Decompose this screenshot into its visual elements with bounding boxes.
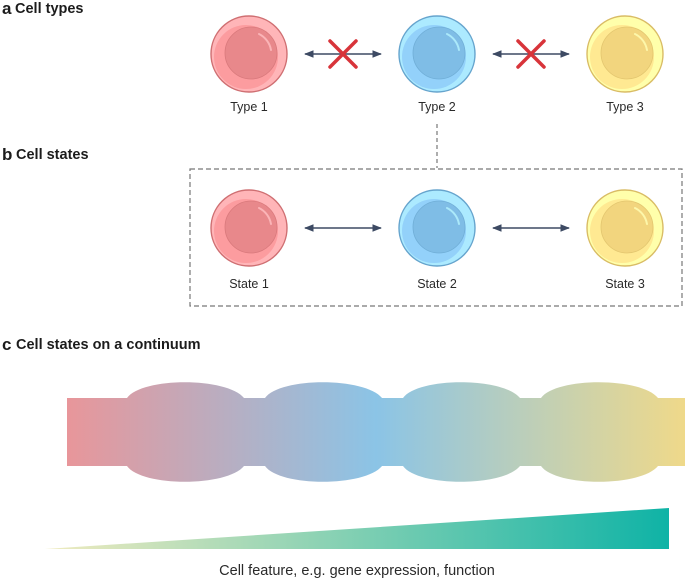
panel-b-letter: b — [2, 145, 12, 164]
axis-caption: Cell feature, e.g. gene expression, func… — [219, 563, 495, 579]
cell-label-type-2: Type 2 — [418, 100, 456, 114]
panel-b-cell-2 — [398, 189, 476, 267]
panel-a-blocked-cross-1 — [328, 39, 358, 69]
panel-c-letter: c — [2, 335, 11, 354]
cell-label-type-1: Type 1 — [230, 100, 268, 114]
panel-a-cell-1 — [210, 15, 288, 93]
panel-a-cells — [210, 15, 664, 93]
panel-a-links — [304, 39, 570, 69]
cell-label-state-1: State 1 — [229, 277, 269, 291]
feature-gradient-wedge — [45, 508, 669, 549]
panel-b-cell-3 — [586, 189, 664, 267]
states-dashed-box — [189, 168, 683, 307]
panel-c-header: c Cell states on a continuum — [2, 335, 201, 354]
cell-label-type-3: Type 3 — [606, 100, 644, 114]
panel-c-title: Cell states on a continuum — [16, 337, 201, 353]
panel-b-header: b Cell states — [2, 145, 89, 164]
panel-a-cell-2 — [398, 15, 476, 93]
panel-a-labels: Type 1 Type 2 Type 3 — [230, 100, 644, 114]
panel-b-cell-1 — [210, 189, 288, 267]
continuum-band — [67, 382, 685, 482]
panel-b-title: Cell states — [16, 147, 89, 163]
panel-a-letter: a — [2, 0, 12, 18]
panel-a-title: Cell types — [15, 1, 84, 17]
panel-b-labels: State 1 State 2 State 3 — [229, 277, 645, 291]
cell-label-state-3: State 3 — [605, 277, 645, 291]
cell-label-state-2: State 2 — [417, 277, 457, 291]
panel-b-cells — [210, 189, 664, 267]
panel-a-cell-3 — [586, 15, 664, 93]
panel-a-header: a Cell types — [2, 0, 84, 18]
panel-a-blocked-cross-2 — [516, 39, 546, 69]
